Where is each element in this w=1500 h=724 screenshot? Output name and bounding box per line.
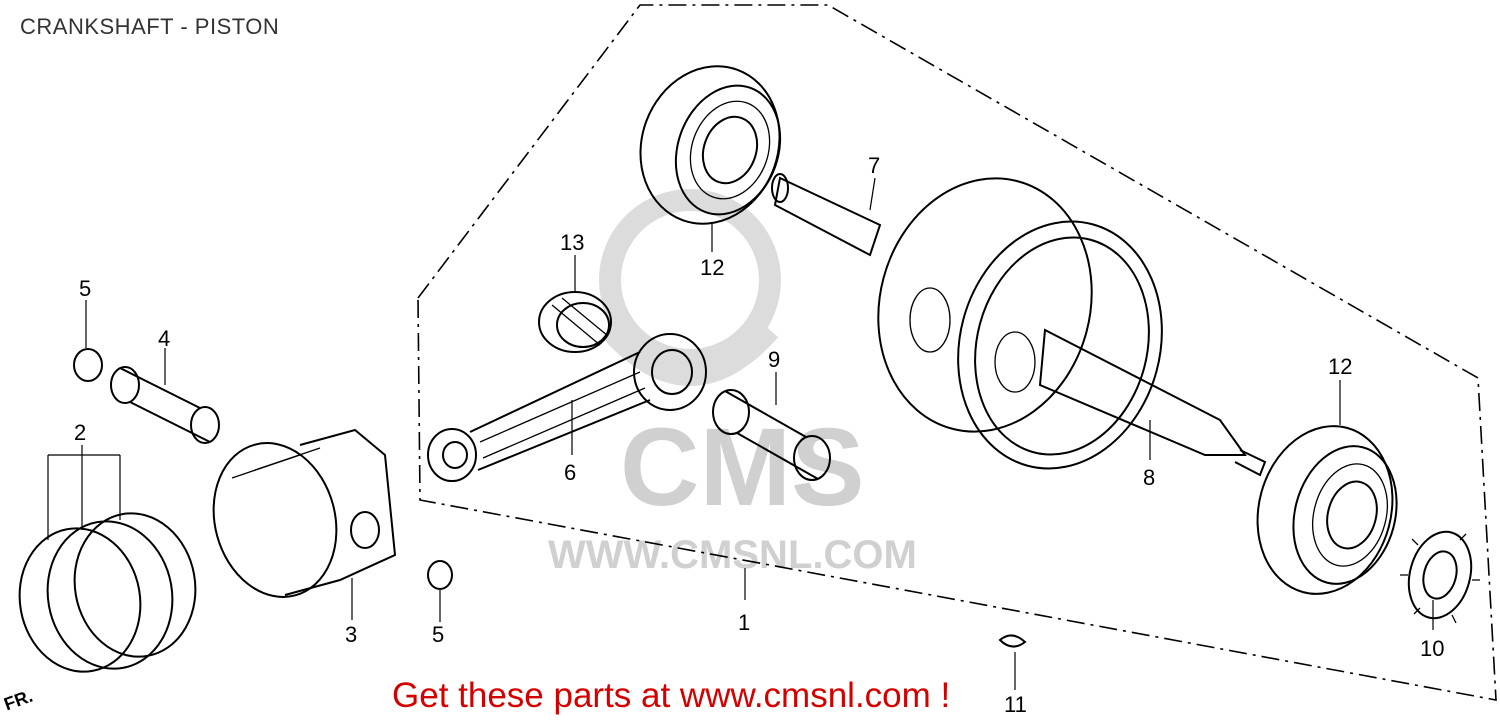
callout-7: 7 [868,153,880,178]
assembly-boundary [417,4,1497,701]
watermark-url-text: WWW.CMSNL.COM [548,533,917,577]
crank-pin-part [712,389,831,481]
callout-5-left: 5 [79,276,91,301]
leader-lines [47,177,1434,690]
piston-rings-part [18,512,197,673]
diagram-title: CRANKSHAFT - PISTON [20,14,280,39]
piston-part [212,428,397,598]
connecting-rod-part [427,333,707,482]
callout-9: 9 [768,347,780,372]
piston-pin-clip-right-part [427,560,453,590]
callout-12-top: 12 [700,255,724,280]
callout-1: 1 [738,610,750,635]
shop-link-banner[interactable]: Get these parts at www.cmsnl.com ! [392,676,951,715]
callout-4: 4 [158,326,170,351]
callout-2: 2 [74,420,86,445]
callout-3: 3 [345,622,357,647]
piston-pin-clip-left-part [73,348,103,382]
piston-pin-part [110,366,220,444]
woodruff-key-part [998,634,1027,648]
callout-6: 6 [564,460,576,485]
watermark: CMS WWW.CMSNL.COM [548,189,917,577]
callout-13: 13 [560,230,584,255]
bearing-right-part [1256,425,1398,595]
callout-12-right: 12 [1328,354,1352,379]
callout-11: 11 [1004,692,1027,717]
crankshaft-part [771,173,1267,477]
callout-8: 8 [1143,465,1155,490]
bearing-top-part [639,65,782,225]
callout-10: 10 [1420,636,1444,661]
needle-bearing-part [538,291,612,353]
watermark-mascot-logo [599,189,781,386]
watermark-logo-text: CMS [620,406,864,529]
callout-5-right: 5 [432,622,444,647]
gear-part [1400,530,1480,624]
